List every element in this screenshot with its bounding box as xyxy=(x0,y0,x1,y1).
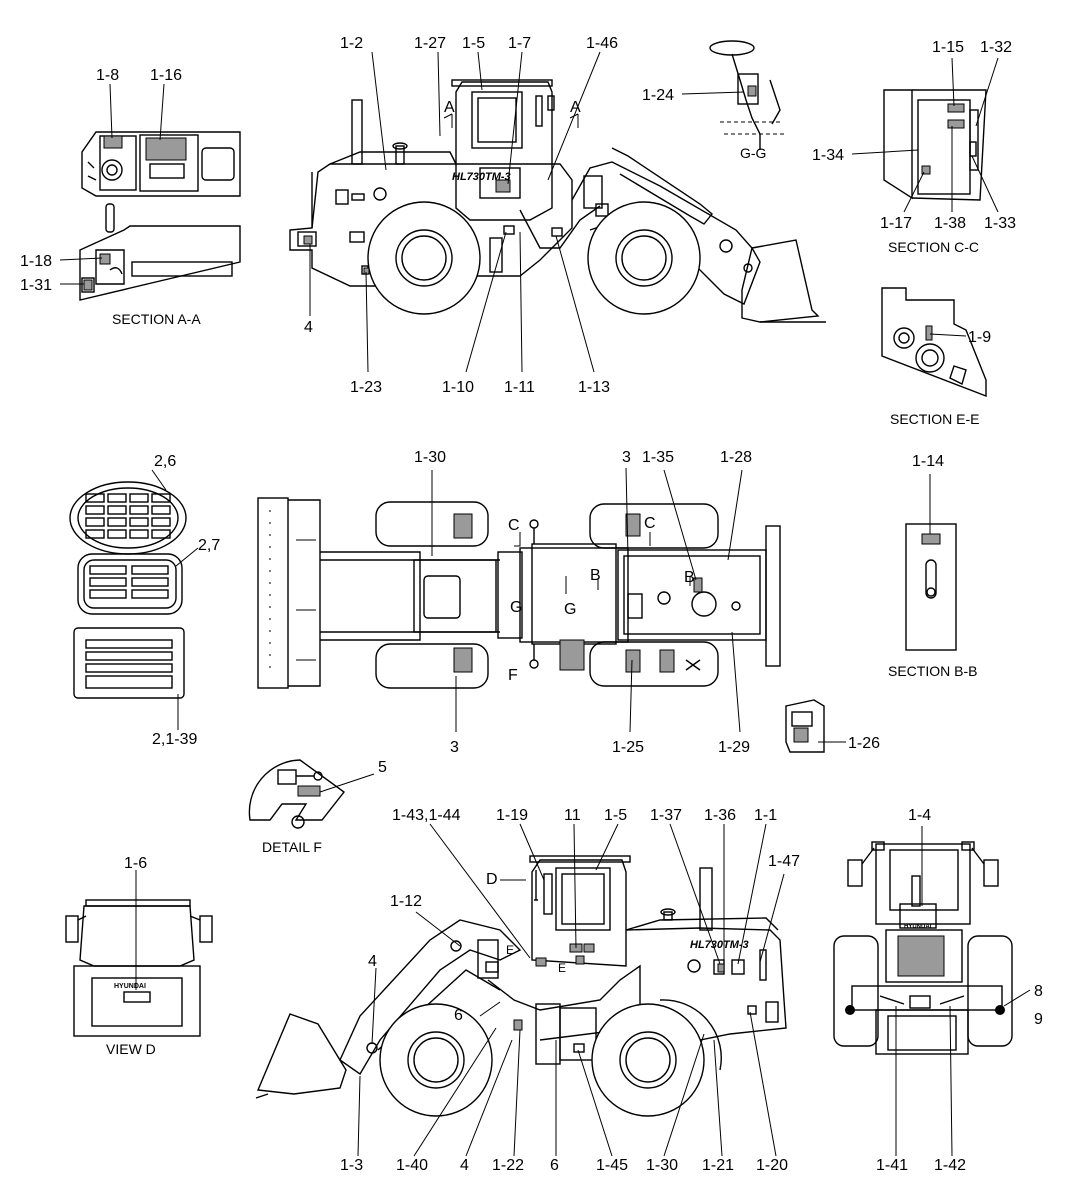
callout-4-top: 4 xyxy=(304,319,313,336)
callout-4-bottom: 4 xyxy=(460,1157,469,1174)
callout-1-19: 1-19 xyxy=(496,807,528,824)
callout-1-11: 1-11 xyxy=(504,379,535,396)
callout-2-1-39: 2,1-39 xyxy=(152,731,197,748)
callout-1-7: 1-7 xyxy=(508,35,531,52)
section-mark-c-left: C xyxy=(508,517,520,534)
section-mark-b-left: B xyxy=(590,567,601,584)
caption-gg: G-G xyxy=(740,145,766,161)
brand-mark-rear: HYUNDAI xyxy=(114,983,146,990)
caption-section-cc: SECTION C-C xyxy=(888,239,979,255)
leader-lines xyxy=(59,51,1031,1157)
section-mark-e-right: E xyxy=(558,961,566,975)
callout-3-plan-top: 3 xyxy=(622,449,631,466)
callout-1-24: 1-24 xyxy=(642,87,674,104)
callout-1-5-top: 1-5 xyxy=(462,35,485,52)
callout-1-43-1-44: 1-43,1-44 xyxy=(392,807,461,824)
part-1-26-drawing xyxy=(785,699,825,753)
callout-1-4: 1-4 xyxy=(908,807,931,824)
callout-1-37: 1-37 xyxy=(650,807,682,824)
callout-2-7: 2,7 xyxy=(198,537,220,554)
callout-1-15: 1-15 xyxy=(932,39,964,56)
decal-plates xyxy=(69,481,187,699)
callout-1-1: 1-1 xyxy=(754,807,777,824)
loader-side-view-bottom: HL730TM-3 xyxy=(255,855,787,1117)
callout-1-32: 1-32 xyxy=(980,39,1012,56)
caption-view-d: VIEW D xyxy=(106,1041,156,1057)
callout-1-8: 1-8 xyxy=(96,67,119,84)
callout-6-bottom: 6 xyxy=(550,1157,559,1174)
detail-mark-f: F xyxy=(508,667,518,684)
callout-1-47: 1-47 xyxy=(768,853,800,870)
callout-1-40: 1-40 xyxy=(396,1157,428,1174)
section-mark-b-right: B xyxy=(684,569,695,586)
caption-section-aa: SECTION A-A xyxy=(112,311,201,327)
callout-1-27: 1-27 xyxy=(414,35,446,52)
callout-1-30-plan: 1-30 xyxy=(414,449,446,466)
callout-1-33: 1-33 xyxy=(984,215,1016,232)
callout-5: 5 xyxy=(378,759,387,776)
section-mark-a-right: A xyxy=(570,99,581,116)
callout-1-14: 1-14 xyxy=(912,453,944,470)
callout-1-2: 1-2 xyxy=(340,35,363,52)
callout-1-12: 1-12 xyxy=(390,893,422,910)
model-mark-top: HL730TM-3 xyxy=(452,171,511,183)
detail-f-drawing xyxy=(248,759,345,829)
callout-11: 11 xyxy=(564,807,581,824)
callout-1-46: 1-46 xyxy=(586,35,618,52)
callout-1-34: 1-34 xyxy=(812,147,844,164)
callout-1-3: 1-3 xyxy=(340,1157,363,1174)
view-mark-d: D xyxy=(486,871,498,888)
caption-section-ee: SECTION E-E xyxy=(890,411,979,427)
callout-1-5-bottom: 1-5 xyxy=(604,807,627,824)
section-mark-g-left: G xyxy=(510,599,522,616)
callout-1-45: 1-45 xyxy=(596,1157,628,1174)
view-d-drawing: HYUNDAI xyxy=(65,899,213,1037)
section-ee-drawing xyxy=(881,287,987,398)
callout-1-42: 1-42 xyxy=(934,1157,966,1174)
callout-1-9: 1-9 xyxy=(968,329,991,346)
callout-1-41: 1-41 xyxy=(876,1157,908,1174)
callout-1-36: 1-36 xyxy=(704,807,736,824)
caption-section-bb: SECTION B-B xyxy=(888,663,977,679)
callout-1-26: 1-26 xyxy=(848,735,880,752)
callout-1-31: 1-31 xyxy=(20,277,52,294)
callout-1-21: 1-21 xyxy=(702,1157,734,1174)
callout-1-13: 1-13 xyxy=(578,379,610,396)
callout-1-29: 1-29 xyxy=(718,739,750,756)
callout-1-25: 1-25 xyxy=(612,739,644,756)
caption-detail-f: DETAIL F xyxy=(262,839,322,855)
loader-rear-view: HYUNDAI xyxy=(833,841,1013,1055)
callout-1-20: 1-20 xyxy=(756,1157,788,1174)
section-cc-drawing xyxy=(883,89,987,201)
callout-1-28: 1-28 xyxy=(720,449,752,466)
callout-3-plan-bottom: 3 xyxy=(450,739,459,756)
section-bb-drawing xyxy=(905,523,957,651)
callout-1-38: 1-38 xyxy=(934,215,966,232)
callout-1-17: 1-17 xyxy=(880,215,912,232)
callout-2-6: 2,6 xyxy=(154,453,176,470)
callout-1-18: 1-18 xyxy=(20,253,52,270)
callout-1-16: 1-16 xyxy=(150,67,182,84)
callout-1-22: 1-22 xyxy=(492,1157,524,1174)
brand-mark-front: HYUNDAI xyxy=(904,924,932,930)
section-mark-c-right: C xyxy=(644,515,656,532)
callout-1-35: 1-35 xyxy=(642,449,674,466)
model-mark-bottom: HL730TM-3 xyxy=(690,939,749,951)
callout-9: 9 xyxy=(1034,1011,1043,1028)
callout-4-bottom-left: 4 xyxy=(368,953,377,970)
callout-1-10: 1-10 xyxy=(442,379,474,396)
gg-steering-drawing xyxy=(709,40,784,150)
callout-1-6: 1-6 xyxy=(124,855,147,872)
section-mark-a-left: A xyxy=(444,99,455,116)
callout-8: 8 xyxy=(1034,983,1043,1000)
loader-side-view-top: HL730TM-3 xyxy=(289,79,826,323)
section-mark-e-left: E xyxy=(506,943,514,957)
callout-1-23: 1-23 xyxy=(350,379,382,396)
loader-plan-view xyxy=(257,497,781,689)
section-aa-drawing xyxy=(79,131,241,301)
section-mark-g-right: G xyxy=(564,601,576,618)
callout-6-left: 6 xyxy=(454,1007,463,1024)
callout-1-30-bottom: 1-30 xyxy=(646,1157,678,1174)
